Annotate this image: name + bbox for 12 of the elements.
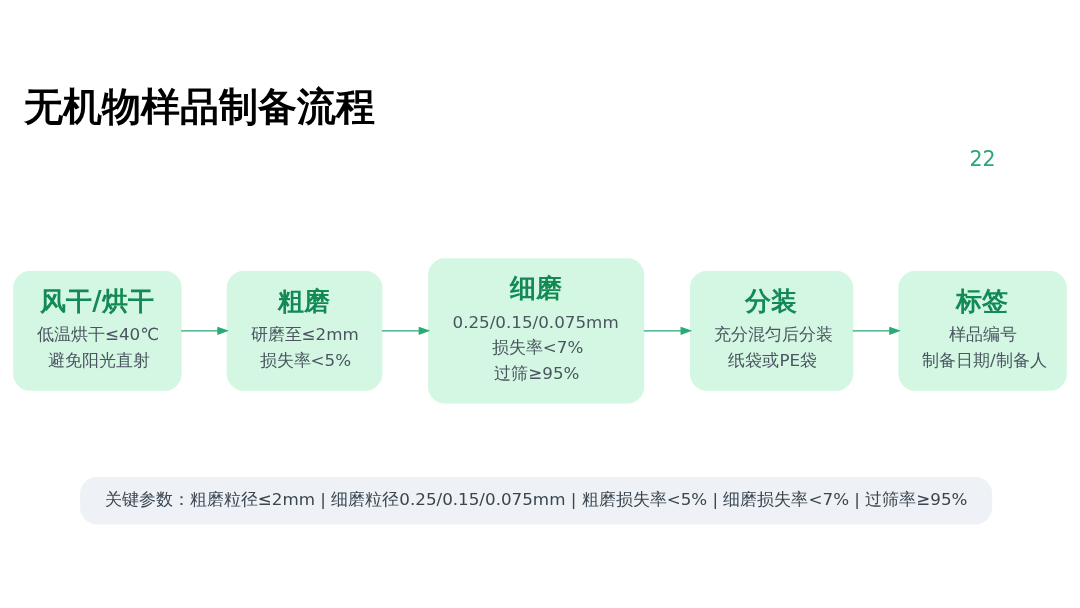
node-box: 标签 样品编号 制备日期/制备人 bbox=[898, 270, 1067, 391]
arrow bbox=[381, 326, 431, 335]
node-box: 分装 充分混匀后分装 纸袋或PE袋 bbox=[689, 270, 854, 391]
node-box: 粗磨 研磨至≤2mm 损失率<5% bbox=[226, 270, 383, 391]
node-box: 风干/烘干 低温烘干≤40℃ 避免阳光直射 bbox=[13, 270, 182, 391]
label: 关键参数：粗磨粒径≤2mm | 细磨粒径0.25/0.15/0.075mm | 粗磨损失率<5% | 细磨损失率<7% | 过筛率≥95% bbox=[104, 488, 968, 509]
label: 22 bbox=[969, 146, 996, 171]
arrow bbox=[180, 326, 229, 335]
arrow bbox=[643, 326, 693, 335]
arrow bbox=[852, 326, 901, 335]
node-box: 细磨 0.25/0.15/0.075mm 损失率<7% 过筛≥95% bbox=[428, 257, 645, 404]
diagram-title: 无机物样品制备流程 bbox=[24, 83, 376, 129]
